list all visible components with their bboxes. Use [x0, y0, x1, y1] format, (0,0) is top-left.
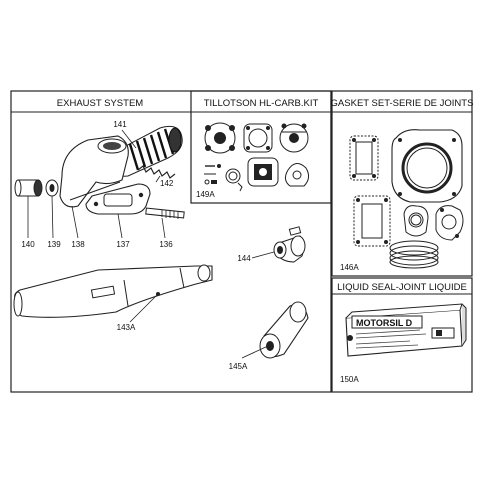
part-label-144: 144 — [237, 254, 251, 263]
seal-panel-title: LIQUID SEAL-JOINT LIQUIDE — [337, 282, 467, 293]
exhaust-panel-title: EXHAUST SYSTEM — [57, 98, 143, 109]
carb-panel-border — [190, 90, 332, 204]
part-137-flange-gasket — [85, 183, 151, 215]
liquid-seal-package: MOTORSIL D — [345, 303, 467, 357]
part-138-manifold — [59, 135, 129, 208]
part-label-143a: 143A — [117, 323, 136, 332]
base-gasket-rings — [389, 240, 439, 269]
carb-kit-code: 149A — [196, 190, 215, 199]
reed-gasket-bottom — [353, 195, 391, 247]
part-label-140: 140 — [21, 240, 35, 249]
part-label-145a: 145A — [229, 362, 248, 371]
part-label-142: 142 — [160, 179, 174, 188]
carb-gasket-1 — [204, 122, 236, 154]
seal-panel-border — [331, 277, 473, 393]
intake-flange-gasket — [435, 205, 464, 241]
part-label-136: 136 — [159, 240, 173, 249]
liquid-seal-code: 150A — [340, 375, 359, 384]
gasket-panel-border — [331, 90, 473, 277]
cylinder-head-gasket — [391, 129, 463, 203]
part-144-cap — [273, 226, 306, 263]
part-label-141: 141 — [113, 120, 127, 129]
exhaust-leader-lines — [27, 129, 275, 359]
exhaust-panel-border — [10, 90, 332, 393]
carb-gasket-4 — [284, 163, 310, 187]
carb-gasket-2 — [243, 123, 273, 153]
exhaust-port-gasket — [403, 205, 429, 237]
carb-small-parts — [204, 164, 243, 192]
part-label-137: 137 — [116, 240, 130, 249]
part-142-spring — [137, 165, 176, 179]
part-136-bolt — [145, 207, 185, 219]
seal-label-box — [351, 315, 423, 329]
gasket-set-parts — [349, 129, 464, 269]
part-140-sleeve — [14, 179, 43, 197]
part-139-washer — [45, 179, 59, 197]
carb-kit-parts — [204, 122, 310, 192]
gasket-panel-title: GASKET SET-SERIE DE JOINTS — [331, 98, 474, 109]
carb-gasket-3 — [279, 123, 309, 153]
carb-panel-title: TILLOTSON HL-CARB.KIT — [204, 98, 319, 109]
seal-product-label: MOTORSIL D — [356, 318, 413, 328]
carb-diaphragm — [247, 157, 279, 187]
part-label-139: 139 — [47, 240, 61, 249]
part-143a-muffler — [13, 264, 213, 318]
part-145a-tailpipe — [259, 301, 309, 359]
reed-gasket-top — [349, 135, 379, 181]
part-label-138: 138 — [71, 240, 85, 249]
gasket-set-code: 146A — [340, 263, 359, 272]
